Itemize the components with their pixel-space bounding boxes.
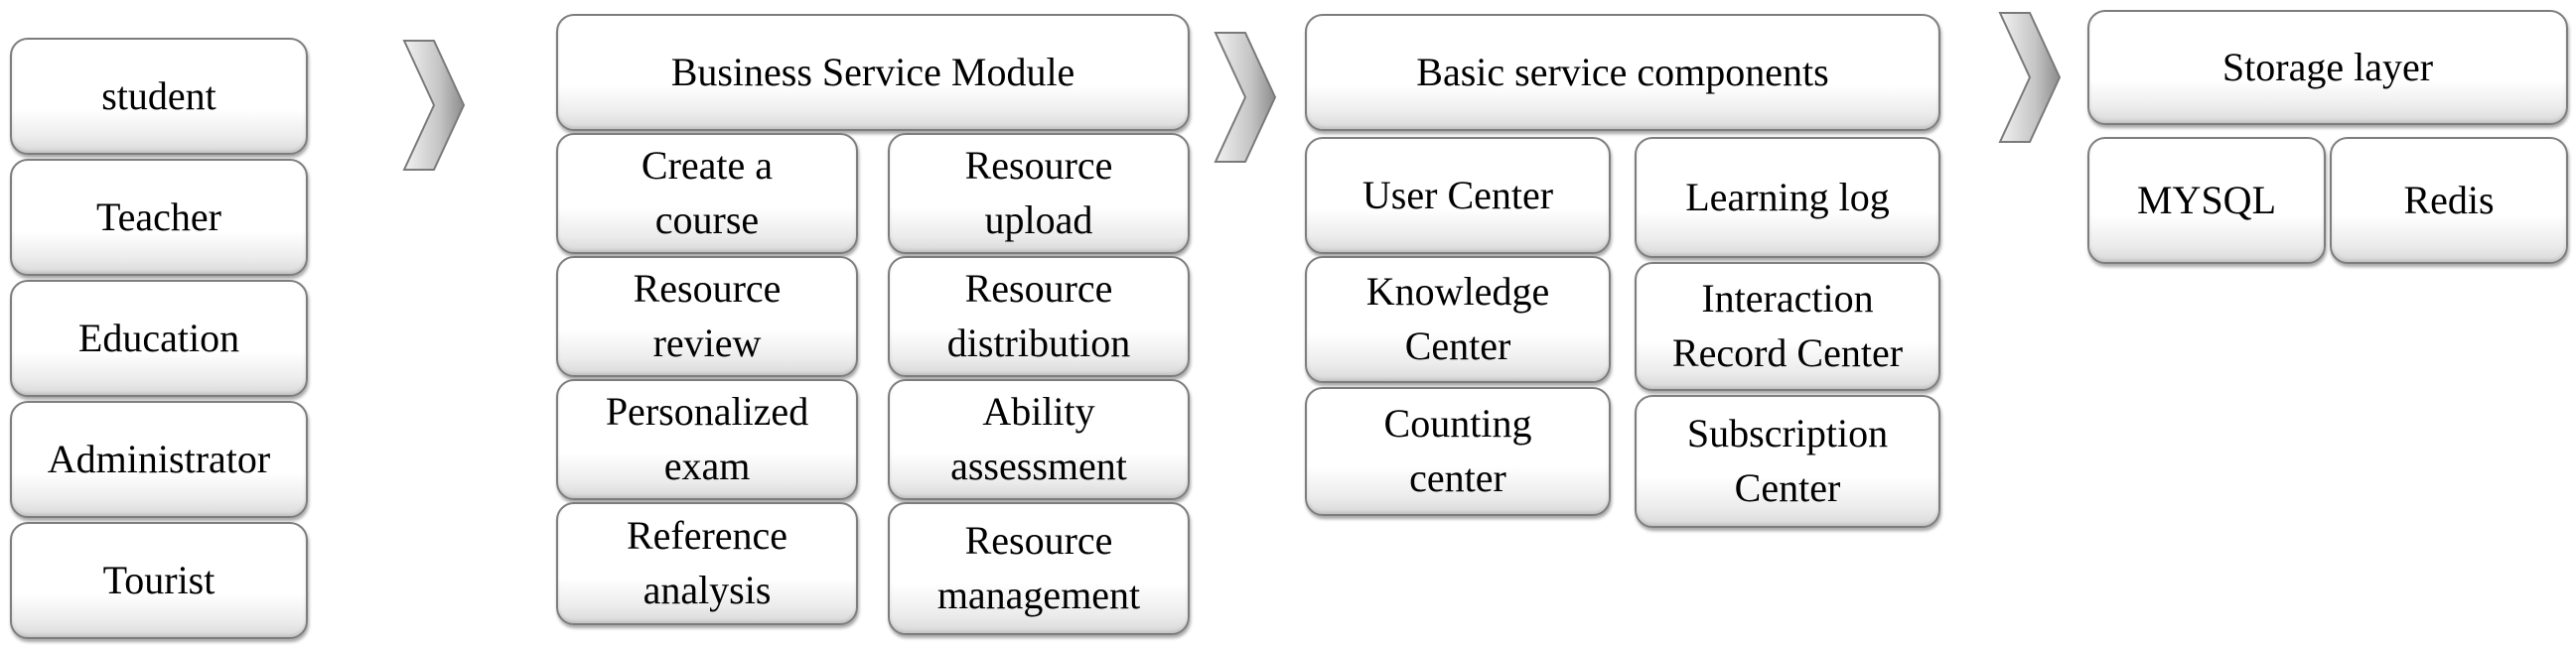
business-item: Resource management	[888, 502, 1190, 635]
basic-item: Subscription Center	[1635, 395, 1940, 528]
business-header: Business Service Module	[556, 14, 1190, 131]
business-item: Resource review	[556, 256, 858, 377]
basic-item: Interaction Record Center	[1635, 262, 1940, 391]
business-item-label: Resource distribution	[946, 266, 1131, 365]
business-title: Business Service Module	[670, 49, 1075, 94]
storage-item-label: MYSQL	[2136, 177, 2277, 222]
storage-item-label: Redis	[2403, 177, 2495, 222]
basic-item-label: Interaction Record Center	[1671, 276, 1904, 375]
chevron-right-icon	[1998, 10, 2062, 145]
basic-item-label: Learning log	[1685, 174, 1890, 219]
business-item-label: Resource review	[633, 266, 782, 365]
basic-header: Basic service components	[1305, 14, 1940, 131]
user-label: Education	[77, 315, 240, 360]
storage-item-mysql: MYSQL	[2087, 137, 2326, 264]
chevron-right-icon	[1214, 30, 1277, 165]
basic-item-label: Counting center	[1383, 401, 1532, 500]
basic-item-label: Subscription Center	[1686, 411, 1889, 510]
user-label: Tourist	[102, 557, 215, 602]
business-item-label: Ability assessment	[950, 389, 1127, 488]
user-label: student	[101, 72, 216, 118]
user-student: student	[10, 38, 308, 155]
business-item-label: Resource management	[936, 518, 1141, 617]
basic-item: User Center	[1305, 137, 1611, 254]
storage-title: Storage layer	[2221, 44, 2434, 89]
business-item: Reference analysis	[556, 502, 858, 625]
basic-item: Counting center	[1305, 387, 1611, 516]
basic-item-label: Knowledge Center	[1365, 269, 1550, 368]
storage-item-redis: Redis	[2330, 137, 2568, 264]
user-teacher: Teacher	[10, 159, 308, 276]
business-item: Resource distribution	[888, 256, 1190, 377]
business-item: Personalized exam	[556, 379, 858, 500]
business-item-label: Create a course	[641, 143, 774, 242]
business-item-label: Resource upload	[964, 143, 1113, 242]
basic-title: Basic service components	[1416, 49, 1829, 94]
business-item-label: Reference analysis	[626, 513, 788, 612]
basic-item-label: User Center	[1361, 172, 1554, 217]
business-item-label: Personalized exam	[605, 389, 809, 488]
business-item: Ability assessment	[888, 379, 1190, 500]
basic-item: Learning log	[1635, 137, 1940, 258]
user-tourist: Tourist	[10, 522, 308, 639]
user-administrator: Administrator	[10, 401, 308, 518]
chevron-right-icon	[402, 38, 466, 173]
user-education: Education	[10, 280, 308, 397]
basic-item: Knowledge Center	[1305, 256, 1611, 383]
storage-header: Storage layer	[2087, 10, 2568, 125]
user-label: Teacher	[96, 194, 221, 239]
user-label: Administrator	[47, 436, 271, 481]
business-item: Create a course	[556, 133, 858, 254]
business-item: Resource upload	[888, 133, 1190, 254]
